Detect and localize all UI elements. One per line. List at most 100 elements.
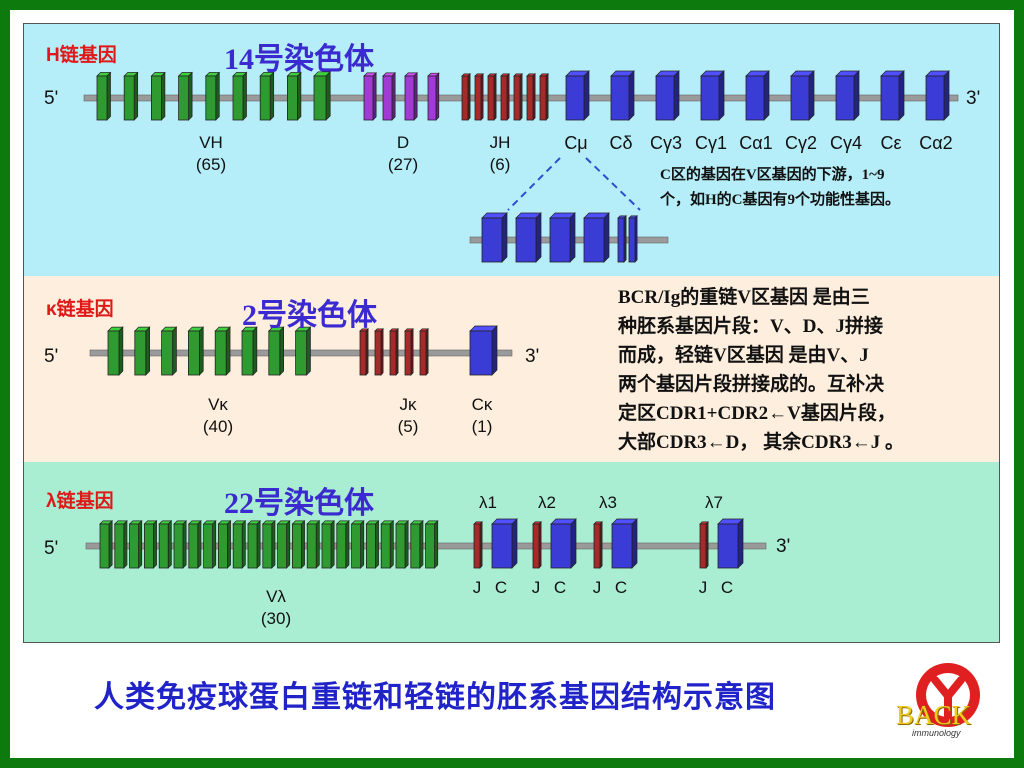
vh-exon-side xyxy=(297,71,302,121)
lambda-cluster-label: λ1 xyxy=(479,493,497,512)
vl-exon xyxy=(129,523,140,569)
constant-gene-label: Cγ4 xyxy=(829,133,862,153)
vk-exon xyxy=(295,330,308,376)
heavy-chain-label: H链基因 xyxy=(46,45,117,66)
vk-label: Vκ(40) xyxy=(188,394,248,438)
c-exon xyxy=(565,75,585,121)
d-exon-side xyxy=(413,72,418,121)
vl-exon-side xyxy=(301,520,305,569)
d-exon xyxy=(363,75,374,121)
lambda-c-exon-side xyxy=(570,518,577,569)
jk-exon xyxy=(419,330,427,376)
vl-exon xyxy=(365,523,376,569)
vl-exon-side xyxy=(108,520,113,569)
vl-exon xyxy=(277,523,288,569)
c-exon xyxy=(655,75,675,121)
vl-exon-side xyxy=(182,520,187,569)
c-exon-side xyxy=(763,70,770,121)
c-exon-side xyxy=(718,70,725,121)
cmu-exon-small xyxy=(628,217,636,263)
vl-exon xyxy=(336,523,347,569)
vh-exon-side xyxy=(325,70,331,121)
c-exon xyxy=(700,75,720,121)
expansion-dash-left xyxy=(507,157,561,211)
vk-exon-side xyxy=(172,326,177,376)
kappa-note-line: 种胚系基因片段：V、D、J拼接 xyxy=(618,316,883,337)
vh-exon-side xyxy=(215,71,220,121)
vl-exon-side xyxy=(315,520,320,569)
lambda-j-exon xyxy=(473,523,481,569)
jk-label: Jκ(5) xyxy=(378,394,438,438)
vl-exon xyxy=(291,523,302,569)
lambda-3prime: 3' xyxy=(776,536,791,557)
lambda-c-exon-side xyxy=(737,518,744,569)
c-exon-side xyxy=(898,70,905,121)
d-exon-side xyxy=(372,72,377,121)
vk-exon-side xyxy=(118,326,124,376)
lambda-c-exon-side xyxy=(511,518,518,569)
vk-name: Vκ xyxy=(208,395,228,414)
vl-exon-side xyxy=(389,520,394,569)
vh-count: (65) xyxy=(195,155,227,174)
vk-exon xyxy=(134,330,147,376)
c-exon xyxy=(835,75,855,121)
d-exon xyxy=(404,75,415,121)
kappa-note-line: 而成，轻链V区基因 是由V、J xyxy=(618,345,869,366)
vk-exon xyxy=(214,330,227,376)
d-count: (27) xyxy=(387,155,419,174)
c-exon-side xyxy=(943,70,950,121)
cmu-exon xyxy=(481,217,503,263)
cmu-exon-side xyxy=(501,212,508,263)
vl-exon xyxy=(247,523,258,569)
vl-exon-side xyxy=(153,520,157,569)
vh-exon-side xyxy=(106,71,111,121)
vh-exon xyxy=(313,75,327,121)
vk-exon xyxy=(268,330,281,376)
vk-exon-side xyxy=(279,326,284,376)
vk-exon xyxy=(107,330,120,376)
back-button[interactable]: BACK xyxy=(896,700,972,730)
lambda-c-exon xyxy=(550,523,572,569)
vk-exon-side xyxy=(199,326,204,376)
cmu-exon-small xyxy=(617,217,625,263)
cmu-exon-side xyxy=(603,212,610,263)
heavy-note-line: 个，如H的C基因有9个功能性基因。 xyxy=(660,192,901,208)
c-exon xyxy=(610,75,630,121)
lambda-j-label: J xyxy=(472,578,482,597)
d-exon xyxy=(382,75,393,121)
jk-name: Jκ xyxy=(399,395,417,414)
lambda-c-label: C xyxy=(614,578,628,597)
vl-exon-side xyxy=(138,520,143,569)
jh-exon xyxy=(461,75,469,121)
vl-exon-side xyxy=(271,520,276,569)
d-exon-side xyxy=(391,72,396,121)
jh-exon xyxy=(474,75,482,121)
jk-exon xyxy=(389,330,397,376)
vk-exon-side xyxy=(145,326,150,376)
constant-gene-label: Cδ xyxy=(609,133,633,153)
vl-exon-side xyxy=(419,520,424,569)
d-exon-side xyxy=(435,72,440,121)
cmu-exon-side xyxy=(569,212,576,263)
c-exon xyxy=(925,75,945,121)
vl-exon-side xyxy=(212,520,217,569)
kappa-chain-label: κ链基因 xyxy=(46,299,114,320)
vk-exon xyxy=(161,330,174,376)
kappa-note-line: 定区CDR1+CDR2←V基因片段， xyxy=(618,403,896,424)
lambda-chromosome-title: 22号染色体 xyxy=(224,487,374,520)
ck-exon-side xyxy=(491,325,498,376)
vh-name: VH xyxy=(199,133,223,152)
vl-exon-side xyxy=(227,520,231,569)
kappa-5prime: 5' xyxy=(44,346,59,367)
vl-exon xyxy=(203,523,214,569)
vh-exon-side xyxy=(161,71,166,121)
vh-exon xyxy=(232,75,244,121)
vh-exon-side xyxy=(242,71,247,121)
vl-exon-side xyxy=(345,520,350,569)
lambda-j-exon xyxy=(593,523,601,569)
vh-exon xyxy=(286,75,298,121)
vh-label: VH (65) xyxy=(181,132,241,176)
heavy-3prime: 3' xyxy=(966,88,981,109)
jh-exon xyxy=(526,75,534,121)
vl-exon xyxy=(232,523,243,569)
